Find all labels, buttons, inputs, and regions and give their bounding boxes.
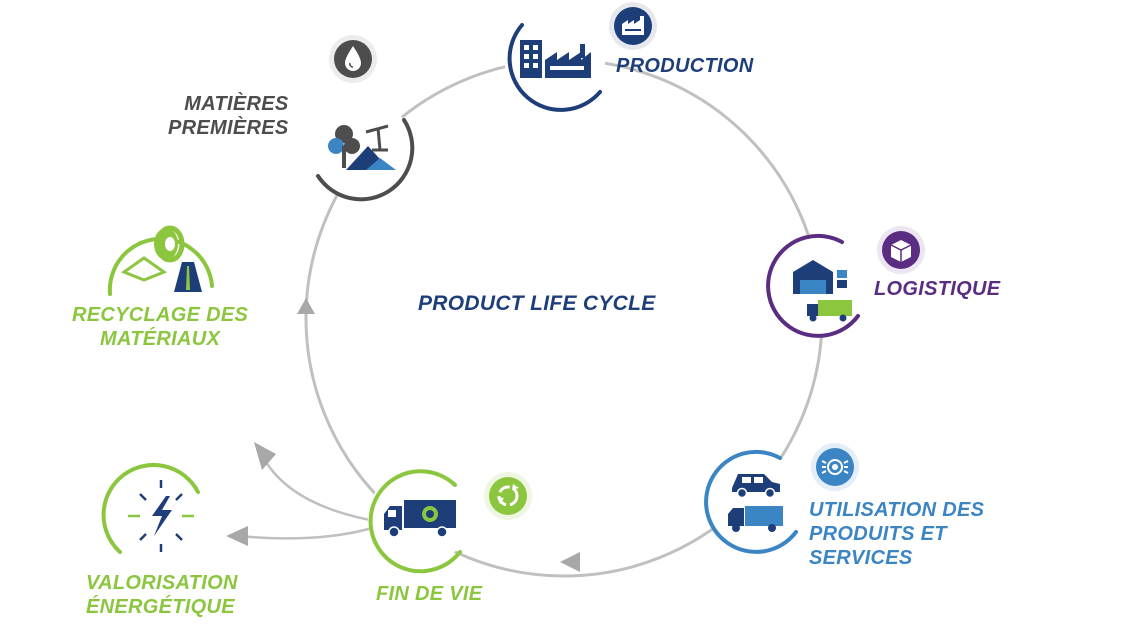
package-badge-icon — [890, 240, 912, 262]
valorisation-label: VALORISATION ÉNERGÉTIQUE — [86, 571, 238, 619]
warehouse-truck-icon — [793, 260, 852, 322]
production-label: PRODUCTION — [616, 55, 754, 77]
utilisation-label-line-3: SERVICES — [809, 547, 913, 569]
utilisation-label-line-1: UTILISATION DES — [809, 499, 985, 521]
recyclage-node — [107, 225, 214, 296]
matieres-label-line-1: MATIÈRES — [184, 93, 289, 115]
logistique-label: LOGISTIQUE — [874, 278, 1001, 300]
branch-arrow-upper — [254, 442, 276, 470]
oil-drop-badge-icon — [345, 46, 361, 71]
factory-icon — [520, 40, 591, 78]
utilisation-label: UTILISATION DES PRODUITS ET SERVICES — [809, 498, 984, 570]
fin-de-vie-label: FIN DE VIE — [376, 583, 483, 605]
energy-bolt-icon — [128, 480, 194, 552]
matieres-label-line-2: PREMIÈRES — [168, 117, 289, 139]
recyclage-label-line-1: RECYCLAGE DES — [72, 304, 249, 326]
utilisation-label-line-2: PRODUITS ET — [809, 523, 947, 545]
cycle-arrow-left — [560, 552, 580, 572]
valorisation-label-line-2: ÉNERGÉTIQUE — [86, 596, 235, 618]
matieres-node — [316, 35, 416, 202]
cycle-arrow-up — [297, 298, 315, 314]
utilisation-node — [704, 443, 859, 554]
recyclage-label-line-2: MATÉRIAUX — [100, 328, 221, 350]
diagram-title: PRODUCT LIFE CYCLE — [418, 292, 656, 315]
branch-arrow-lower — [226, 526, 248, 546]
fin-de-vie-node — [368, 468, 532, 574]
matieres-label: MATIÈRES PREMIÈRES — [168, 92, 289, 140]
car-truck-icon — [728, 474, 783, 532]
valorisation-node — [101, 463, 200, 554]
branch-curve-lower — [239, 526, 373, 540]
recycle-badge-icon — [497, 484, 519, 507]
headlight-badge-icon — [821, 459, 849, 475]
recycling-truck-icon — [384, 500, 456, 538]
tire-road-icon — [120, 225, 202, 292]
recyclage-label: RECYCLAGE DES MATÉRIAUX — [72, 303, 248, 351]
raw-materials-icon — [328, 124, 396, 170]
logistique-node — [766, 226, 925, 338]
factory-badge-icon — [622, 16, 644, 35]
valorisation-label-line-1: VALORISATION — [86, 572, 238, 594]
branch-curve-upper — [260, 454, 371, 522]
production-node — [505, 2, 657, 113]
